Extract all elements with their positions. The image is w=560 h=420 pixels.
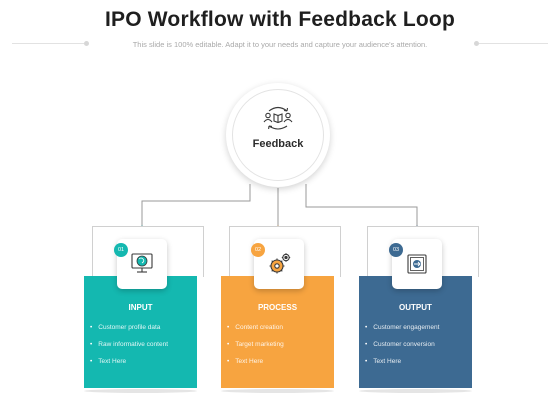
feedback-circle-inner [232, 89, 324, 181]
screen-output-icon [407, 254, 427, 274]
output-bullets: Customer engagement Customer conversion … [365, 319, 439, 370]
list-item: Text Here [365, 353, 439, 370]
gears-icon [269, 253, 291, 274]
feedback-label: Feedback [252, 138, 304, 150]
feedback-circle: Feedback [226, 83, 330, 187]
input-card: INPUT Customer profile data Raw informat… [84, 276, 197, 388]
people-book-cycle-icon [263, 106, 293, 130]
list-item: Content creation [227, 319, 284, 336]
process-card-shadow [221, 389, 334, 393]
input-card-shadow [84, 389, 197, 393]
page-subtitle: This slide is 100% editable. Adapt it to… [132, 40, 428, 49]
output-title: OUTPUT [399, 303, 432, 312]
page-title: IPO Workflow with Feedback Loop [104, 8, 455, 31]
process-card: PROCESS Content creation Target marketin… [221, 276, 334, 388]
list-item: Target marketing [227, 336, 283, 353]
input-bullets: Customer profile data Raw informative co… [90, 319, 168, 370]
input-number-badge: 01 [114, 243, 128, 257]
list-item: Customer profile data [90, 319, 168, 336]
connector-input [141, 184, 251, 227]
output-card: OUTPUT Customer engagement Customer conv… [359, 276, 472, 388]
output-number-badge: 03 [389, 243, 403, 257]
monitor-globe-icon [131, 253, 153, 273]
list-item: Raw informative content [90, 336, 168, 353]
list-item: Customer conversion [365, 336, 439, 353]
input-title: INPUT [128, 303, 153, 312]
list-item: Text Here [90, 353, 168, 370]
process-bullets: Content creation Target marketing Text H… [227, 319, 284, 370]
subtitle-divider-right [476, 43, 548, 44]
list-item: Customer engagement [365, 319, 439, 336]
output-card-shadow [359, 389, 472, 393]
process-title: PROCESS [257, 303, 298, 312]
connector-output [305, 184, 418, 227]
subtitle-divider-left-dot [84, 41, 89, 46]
list-item: Text Here [227, 353, 284, 370]
subtitle-divider-right-dot [474, 41, 479, 46]
process-number-badge: 02 [251, 243, 265, 257]
subtitle-divider-left [12, 43, 86, 44]
